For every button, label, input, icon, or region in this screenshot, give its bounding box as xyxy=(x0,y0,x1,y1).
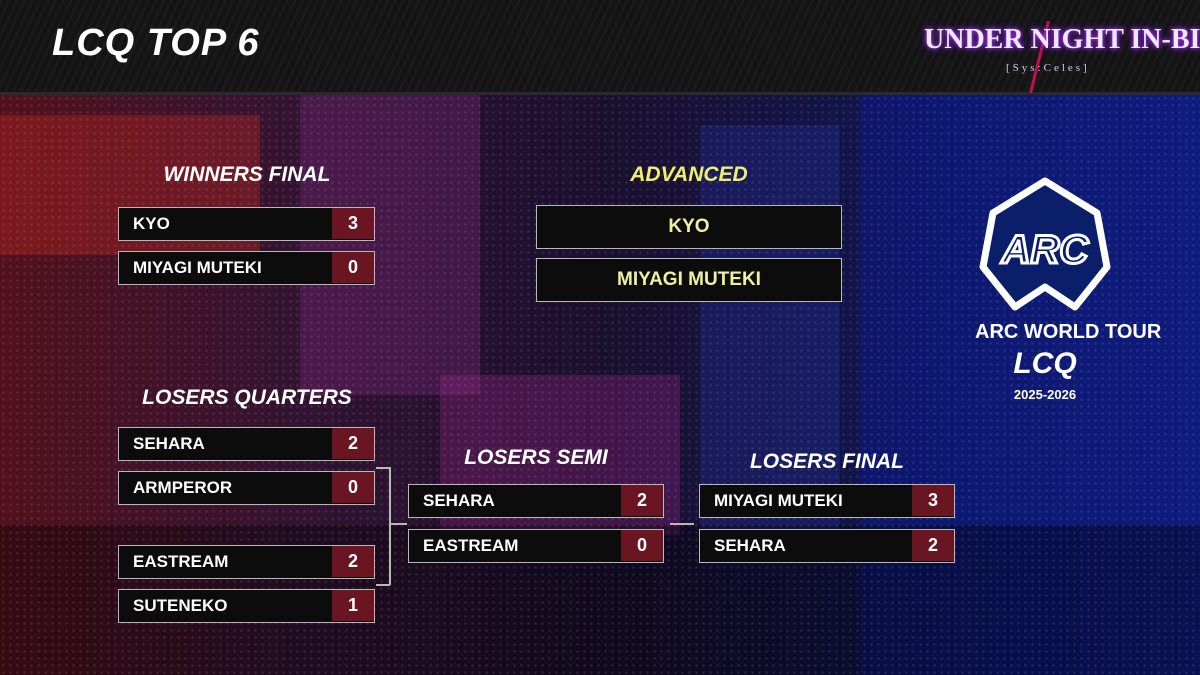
player-name: EASTREAM xyxy=(423,536,519,555)
score-box: 2 xyxy=(912,530,954,561)
arc-shield-icon: ARC xyxy=(979,177,1111,311)
score-box: 2 xyxy=(332,428,374,459)
player-name: SUTENEKO xyxy=(133,596,228,615)
player-name: SEHARA xyxy=(714,536,786,555)
losers-quarters-row: SUTENEKO 1 xyxy=(118,589,375,623)
score-box: 0 xyxy=(621,530,663,561)
bracket-connector xyxy=(389,467,391,585)
event-logo-line3: 2025-2026 xyxy=(1013,387,1077,402)
score-box: 3 xyxy=(912,485,954,516)
bracket-stage xyxy=(0,95,1200,675)
player-name: EASTREAM xyxy=(133,552,229,571)
bg-band xyxy=(300,95,480,395)
advanced-player-name: KYO xyxy=(668,216,710,237)
bracket-connector xyxy=(389,523,407,525)
score-box: 2 xyxy=(332,546,374,577)
player-name: KYO xyxy=(133,214,170,233)
losers-quarters-row: EASTREAM 2 xyxy=(118,545,375,579)
winners-final-title: WINNERS FINAL xyxy=(163,163,331,186)
losers-quarters-row: SEHARA 2 xyxy=(118,427,375,461)
bg-band xyxy=(700,125,840,545)
game-logo: UNDER NIGHT IN-BIRTH [Sys:Celes] xyxy=(920,20,1200,94)
game-logo-title: UNDER NIGHT IN-BIRTH xyxy=(924,24,1200,55)
bracket-connector xyxy=(670,523,694,525)
score-box: 3 xyxy=(332,208,374,239)
losers-semi-title: LOSERS SEMI xyxy=(464,446,608,469)
advanced-title: ADVANCED xyxy=(630,163,748,186)
player-name: MIYAGI MUTEKI xyxy=(133,258,262,277)
bracket-connector xyxy=(376,584,390,586)
score-box: 2 xyxy=(621,485,663,516)
player-name: SEHARA xyxy=(133,434,205,453)
player-name: SEHARA xyxy=(423,491,495,510)
arc-mark-text: ARC xyxy=(1001,228,1090,272)
advanced-player-name: MIYAGI MUTEKI xyxy=(617,269,761,290)
losers-final-row: MIYAGI MUTEKI 3 xyxy=(699,484,955,518)
event-logo: ARC ARC WORLD TOUR LCQ 2025-2026 xyxy=(975,175,1162,415)
losers-semi-row: SEHARA 2 xyxy=(408,484,664,518)
page-title: LCQ TOP 6 xyxy=(52,22,260,64)
event-logo-line2: LCQ xyxy=(1013,347,1077,380)
score-box: 0 xyxy=(332,472,374,503)
losers-quarters-row: ARMPEROR 0 xyxy=(118,471,375,505)
player-name: ARMPEROR xyxy=(133,478,233,497)
advanced-row: MIYAGI MUTEKI xyxy=(536,258,842,302)
header-bar: LCQ TOP 6 UNDER NIGHT IN-BIRTH [Sys:Cele… xyxy=(0,0,1200,95)
score-box: 1 xyxy=(332,590,374,621)
losers-quarters-title: LOSERS QUARTERS xyxy=(142,386,352,409)
winners-final-row: KYO 3 xyxy=(118,207,375,241)
advanced-row: KYO xyxy=(536,205,842,249)
losers-final-title: LOSERS FINAL xyxy=(749,450,904,473)
game-logo-subtitle: [Sys:Celes] xyxy=(1006,62,1090,74)
losers-semi-row: EASTREAM 0 xyxy=(408,529,664,563)
score-box: 0 xyxy=(332,252,374,283)
event-logo-line1: ARC WORLD TOUR xyxy=(975,321,1162,343)
winners-final-row: MIYAGI MUTEKI 0 xyxy=(118,251,375,285)
player-name: MIYAGI MUTEKI xyxy=(714,491,843,510)
losers-final-row: SEHARA 2 xyxy=(699,529,955,563)
bracket-connector xyxy=(376,467,390,469)
